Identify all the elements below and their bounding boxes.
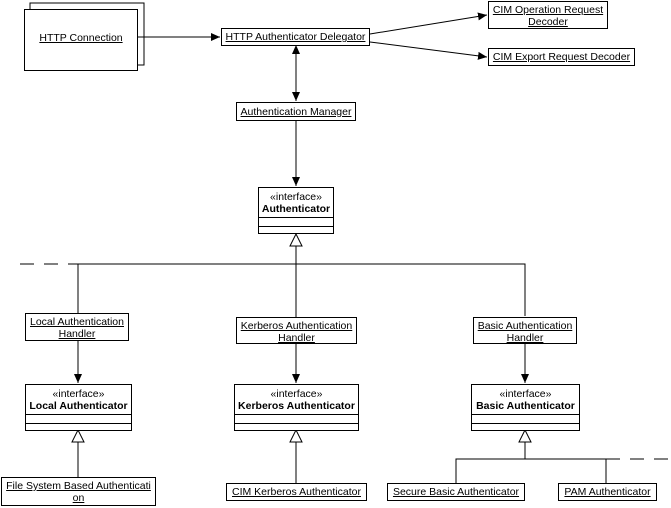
secure-basic-authenticator-node: Secure Basic Authenticator: [387, 483, 525, 501]
generalization-triangle-kerberos: [289, 428, 303, 443]
local-authenticator-stereotype: «interface»: [52, 387, 105, 400]
kerberos-authentication-handler-node: Kerberos Authentication Handler: [236, 317, 357, 344]
local-authentication-handler-node: Local Authentication Handler: [25, 313, 129, 341]
cim-operation-decoder-label-1: CIM Operation Request: [492, 4, 604, 16]
file-system-authenticator-node: File System Based Authenticati on: [1, 477, 156, 506]
cim-export-decoder-node: CIM Export Request Decoder: [488, 48, 635, 66]
authenticator-stereotype: «interface»: [270, 190, 322, 203]
cim-export-decoder-label: CIM Export Request Decoder: [492, 51, 631, 63]
kerberos-handler-label-2: Handler: [278, 332, 315, 344]
basic-authenticator-stereotype: «interface»: [499, 387, 552, 400]
basic-authenticator-interface: «interface» Basic Authenticator: [471, 384, 580, 431]
generalization-triangle-local: [71, 428, 85, 443]
http-authenticator-delegator-label: HTTP Authenticator Delegator: [225, 31, 366, 43]
local-authenticator-name: Local Authenticator: [29, 399, 128, 412]
local-handler-label-1: Local Authentication: [30, 316, 124, 328]
cim-operation-decoder-label-2: Decoder: [528, 16, 568, 28]
cim-operation-decoder-node: CIM Operation Request Decoder: [488, 1, 608, 29]
basic-authenticator-name: Basic Authenticator: [476, 399, 575, 412]
http-connection-node: HTTP Connection: [24, 9, 138, 71]
authenticator-interface: «interface» Authenticator: [258, 187, 334, 234]
secure-basic-authenticator-label: Secure Basic Authenticator: [392, 486, 520, 498]
generalization-triangle-authenticator: [289, 232, 303, 247]
authentication-manager-label: Authentication Manager: [240, 106, 352, 118]
authenticator-name: Authenticator: [261, 202, 331, 215]
edge-delegator-opdecoder: [369, 12, 488, 35]
kerberos-authenticator-stereotype: «interface»: [270, 387, 323, 400]
fs-auth-label-1: File System Based Authenticati: [6, 480, 151, 492]
kerberos-authenticator-interface: «interface» Kerberos Authenticator: [234, 384, 359, 431]
cim-kerberos-authenticator-node: CIM Kerberos Authenticator: [226, 483, 367, 501]
basic-authentication-handler-node: Basic Authentication Handler: [473, 317, 577, 344]
basic-handler-label-1: Basic Authentication: [477, 320, 573, 332]
authentication-manager-node: Authentication Manager: [236, 102, 356, 121]
http-connection-label: HTTP Connection: [39, 32, 123, 44]
kerberos-authenticator-name: Kerberos Authenticator: [238, 399, 355, 412]
generalization-triangle-basic: [518, 428, 532, 443]
http-authenticator-delegator-node: HTTP Authenticator Delegator: [221, 28, 370, 46]
local-authenticator-interface: «interface» Local Authenticator: [25, 384, 132, 431]
kerberos-handler-label-1: Kerberos Authentication: [240, 320, 353, 332]
pam-authenticator-node: PAM Authenticator: [558, 483, 657, 501]
local-handler-label-2: Handler: [58, 328, 96, 340]
pam-authenticator-label: PAM Authenticator: [564, 486, 651, 498]
fs-auth-label-2: on: [72, 492, 85, 504]
edge-handlers-tree: [77, 263, 526, 316]
cim-kerberos-authenticator-label: CIM Kerberos Authenticator: [232, 486, 361, 498]
edge-delegator-exportdecoder: [369, 41, 488, 60]
basic-handler-label-2: Handler: [506, 332, 544, 344]
